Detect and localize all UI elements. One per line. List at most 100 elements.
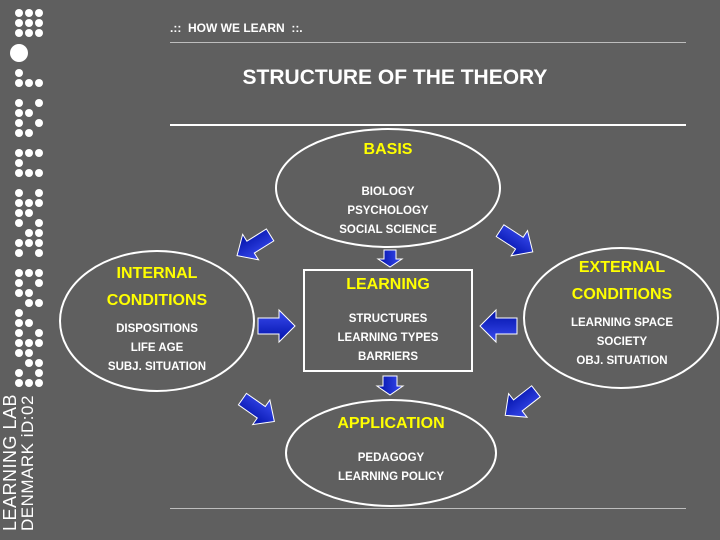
arrow-learning-to-application xyxy=(375,375,405,396)
learning-box xyxy=(303,269,473,372)
logo-dot xyxy=(15,369,23,377)
external-heading-line: EXTERNAL xyxy=(578,259,666,276)
logo-dot xyxy=(35,119,43,127)
logo-dot xyxy=(35,219,43,227)
logo-dot xyxy=(15,69,23,77)
arrow-internal-to-learning xyxy=(257,308,296,344)
logo-dot xyxy=(15,309,23,317)
arrow-basis-to-learning xyxy=(376,249,404,268)
logo-dot xyxy=(25,209,33,217)
top-divider xyxy=(170,42,686,43)
application-item: PEDAGOGY xyxy=(357,452,425,464)
logo-dot xyxy=(15,339,23,347)
internal-ellipse xyxy=(59,250,255,392)
logo-dot xyxy=(25,269,33,277)
internal-node: INTERNAL CONDITIONS DISPOSITIONS LIFE AG… xyxy=(82,260,232,377)
learning-item: BARRIERS xyxy=(357,351,419,363)
logo-dot xyxy=(15,169,23,177)
logo-dot xyxy=(25,289,33,297)
section-header: .:: HOW WE LEARN ::. xyxy=(170,21,303,35)
arrow-external-to-learning xyxy=(479,308,518,344)
logo-dot xyxy=(25,299,33,307)
logo-dot xyxy=(35,329,43,337)
basis-ellipse xyxy=(275,128,501,248)
logo-dot xyxy=(35,199,43,207)
logo-dot xyxy=(15,249,23,257)
external-ellipse xyxy=(523,247,719,389)
logo-dot xyxy=(35,189,43,197)
logo-dot xyxy=(35,169,43,177)
learning-item: STRUCTURES xyxy=(348,313,428,325)
logo-dot xyxy=(10,44,28,62)
logo-dot xyxy=(25,109,33,117)
external-item: SOCIETY xyxy=(596,336,648,348)
logo-dot xyxy=(15,289,23,297)
logo-dot xyxy=(15,19,23,27)
logo-dot xyxy=(35,369,43,377)
logo-dot xyxy=(25,19,33,27)
logo-dot xyxy=(25,169,33,177)
logo-dot xyxy=(15,159,23,167)
logo-dot xyxy=(25,319,33,327)
logo-dot xyxy=(15,269,23,277)
logo-dot xyxy=(25,239,33,247)
logo-dot xyxy=(35,269,43,277)
logo-dot xyxy=(35,79,43,87)
logo-dot xyxy=(15,129,23,137)
logo-dot xyxy=(15,329,23,337)
logo-dot xyxy=(15,29,23,37)
logo-dot xyxy=(25,149,33,157)
external-node: EXTERNAL CONDITIONS LEARNING SPACE SOCIE… xyxy=(546,254,698,371)
internal-item: LIFE AGE xyxy=(130,342,184,354)
logo-dot xyxy=(35,359,43,367)
basis-item: PSYCHOLOGY xyxy=(347,205,429,217)
logo-dot xyxy=(35,249,43,257)
logo-dot xyxy=(15,109,23,117)
logo-dot xyxy=(15,209,23,217)
logo-dot xyxy=(25,199,33,207)
logo-dot xyxy=(35,229,43,237)
external-heading-line: CONDITIONS xyxy=(571,286,673,303)
application-item: LEARNING POLICY xyxy=(337,471,445,483)
internal-item: DISPOSITIONS xyxy=(116,323,198,335)
application-ellipse xyxy=(285,399,497,507)
bottom-divider xyxy=(170,508,686,509)
learning-node: LEARNING STRUCTURES LEARNING TYPES BARRI… xyxy=(304,271,472,367)
logo-dot xyxy=(15,99,23,107)
logo-dot xyxy=(35,99,43,107)
logo-dot xyxy=(35,149,43,157)
basis-heading: BASIS xyxy=(363,141,413,158)
logo-dot xyxy=(15,189,23,197)
title-underline xyxy=(170,124,686,126)
logo-dot xyxy=(25,339,33,347)
logo-dot xyxy=(15,149,23,157)
logo-dot xyxy=(35,339,43,347)
basis-item: SOCIAL SCIENCE xyxy=(339,224,437,236)
internal-heading-line: CONDITIONS xyxy=(106,292,208,309)
slide-title: STRUCTURE OF THE THEORY xyxy=(242,66,548,89)
arrow-internal-to-application xyxy=(237,392,275,426)
logo-dot xyxy=(15,199,23,207)
dot-pattern-logo xyxy=(10,9,43,387)
internal-item: SUBJ. SITUATION xyxy=(107,361,207,373)
logo-dot xyxy=(15,349,23,357)
logo-dot xyxy=(35,299,43,307)
application-node: APPLICATION PEDAGOGY LEARNING POLICY xyxy=(306,410,476,487)
logo-dot xyxy=(35,19,43,27)
learning-item: LEARNING TYPES xyxy=(337,332,439,344)
logo-dot xyxy=(25,379,33,387)
internal-heading-line: INTERNAL xyxy=(116,265,198,282)
logo-dot xyxy=(35,29,43,37)
logo-dot xyxy=(35,239,43,247)
logo-dot xyxy=(25,29,33,37)
logo-dot xyxy=(35,279,43,287)
arrow-basis-to-internal xyxy=(236,228,275,261)
logo-dot xyxy=(25,229,33,237)
logo-dot xyxy=(35,379,43,387)
external-item: OBJ. SITUATION xyxy=(576,355,668,367)
logo-dot xyxy=(25,359,33,367)
logo-dot xyxy=(15,279,23,287)
logo-dot xyxy=(15,119,23,127)
